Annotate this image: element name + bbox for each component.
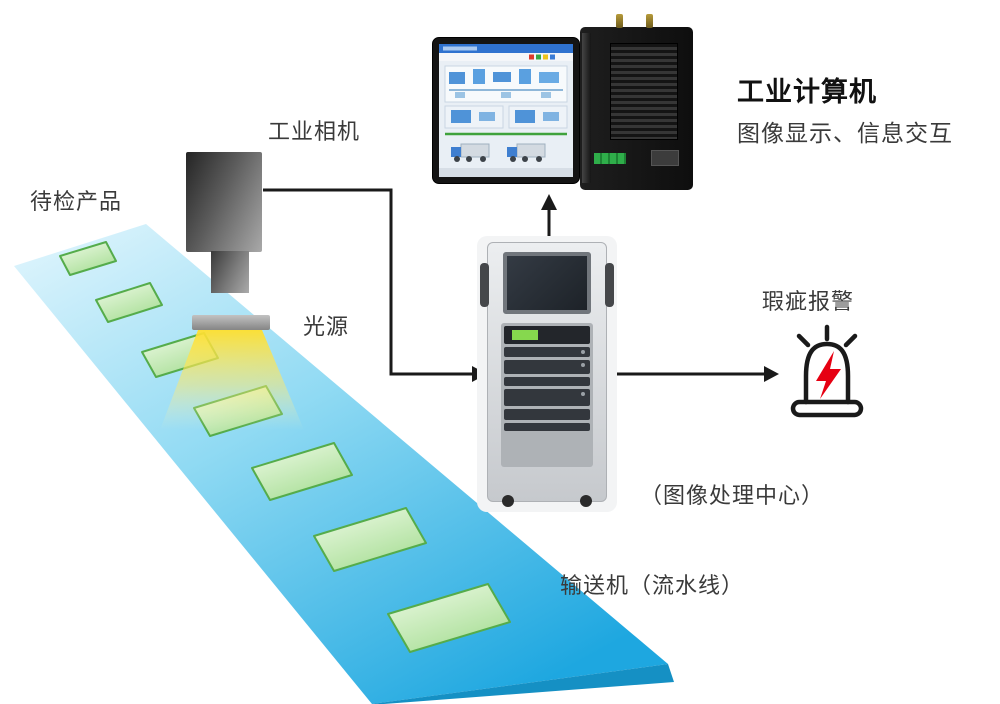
rack-slot (504, 360, 590, 374)
beacon-ray-right (843, 333, 858, 348)
hmi-title-bar (439, 44, 573, 53)
caster-wheel (580, 495, 592, 507)
label-light-source: 光源 (303, 315, 350, 340)
product-item (251, 442, 353, 501)
rack-slot (504, 389, 590, 406)
lightning-bolt-icon (816, 351, 841, 399)
industrial-camera-graphic (186, 152, 262, 252)
label-product-pending: 待检产品 (30, 190, 123, 215)
rack-slot (504, 377, 590, 386)
panel-pc-screen (439, 44, 573, 177)
rack-slot (504, 347, 590, 357)
label-industrial-computer-subtitle: 图像显示、信息交互 (737, 121, 953, 147)
rear-bezel-edge (582, 33, 591, 183)
rack-slot (504, 409, 590, 420)
tower-handle-left (480, 263, 489, 307)
terminal-block-graphic (594, 153, 626, 164)
label-industrial-computer-title: 工业计算机 (737, 77, 877, 108)
heatsink-fins-graphic (610, 43, 678, 140)
light-beam (160, 330, 304, 430)
alarm-beacon-icon (790, 324, 864, 418)
beacon-ray-left (796, 333, 811, 348)
antenna-connector-icon (646, 14, 653, 28)
antenna-connector-icon (616, 14, 623, 28)
hmi-toolbar (439, 53, 573, 61)
camera-lens-graphic (211, 251, 249, 293)
label-image-processing-center: （图像处理中心） (640, 484, 825, 509)
industrial-display-rear-graphic (580, 14, 693, 190)
flow-arrows (263, 188, 779, 382)
product-item (95, 282, 163, 323)
hmi-process-schematic (444, 65, 568, 136)
arrow-camera-to-processor (263, 188, 472, 376)
rack-mini-screen (512, 330, 538, 340)
tower-rack-units (501, 323, 593, 467)
beacon-dome (803, 341, 851, 405)
beacon-base (790, 399, 864, 418)
product-items (59, 241, 511, 653)
product-item (313, 507, 427, 572)
label-defect-alarm: 瑕疵报警 (762, 290, 855, 315)
arrowhead (541, 194, 557, 210)
rack-slot (504, 423, 590, 431)
arrowhead (764, 366, 779, 382)
hmi-scada-screen-graphic (439, 44, 573, 177)
label-industrial-camera: 工业相机 (268, 120, 361, 145)
processing-tower-graphic (480, 242, 614, 507)
tower-handle-right (605, 263, 614, 307)
product-item (59, 241, 117, 276)
tower-monitor-screen (503, 252, 591, 314)
caster-wheel (502, 495, 514, 507)
hmi-truck-graphics (439, 143, 573, 177)
light-source-bar-graphic (192, 315, 270, 330)
industrial-display-front-graphic (432, 37, 580, 184)
product-item (387, 583, 511, 653)
rack-display-module (504, 326, 590, 344)
io-port-graphic (651, 150, 679, 166)
label-conveyor: 输送机（流水线） (560, 574, 745, 599)
